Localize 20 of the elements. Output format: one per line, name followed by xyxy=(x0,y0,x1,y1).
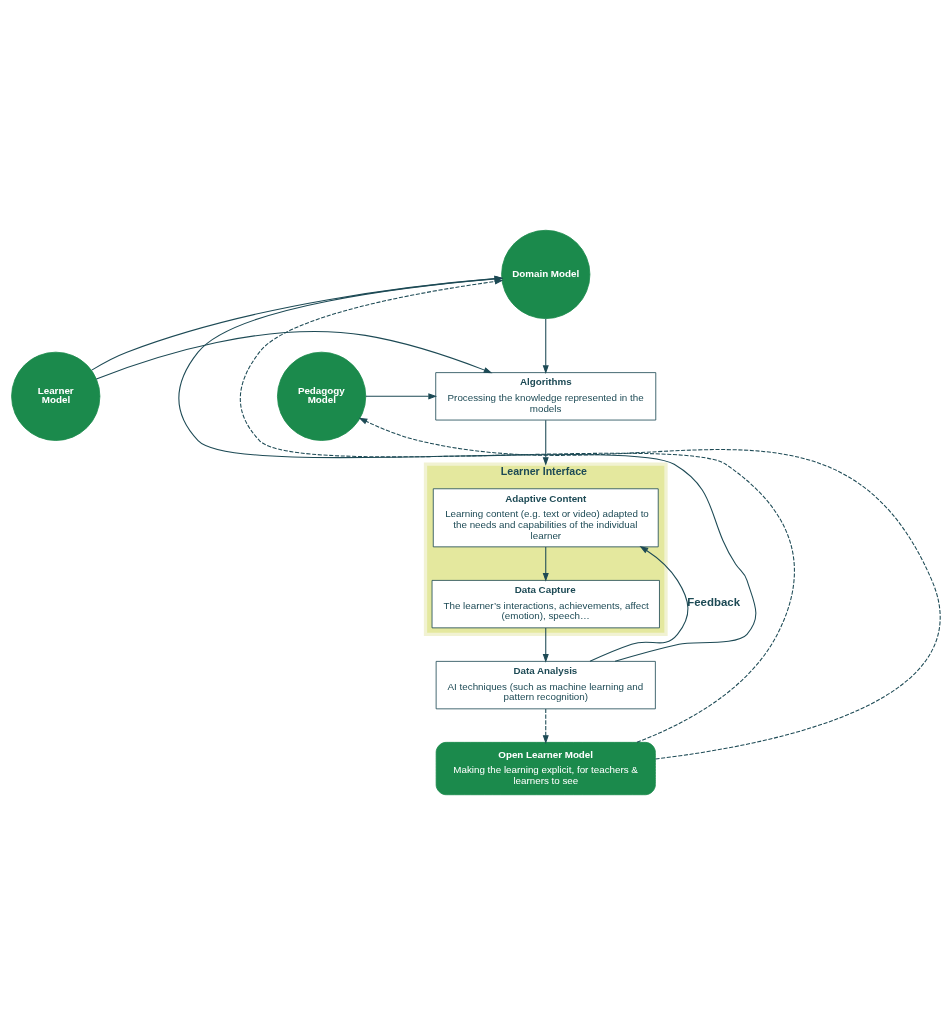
arrow xyxy=(365,392,437,399)
edge-label: Feedback xyxy=(687,595,741,608)
node-box: Open Learner Model Making the learning explicit, for teachers & learners to see xyxy=(435,741,656,795)
arrow xyxy=(95,330,493,379)
arrow xyxy=(358,417,941,759)
arrow xyxy=(542,419,549,466)
node-box: Adaptive Content Learning content (e.g. text or video) adapted to the needs and capabilities of the individual learner xyxy=(432,487,659,547)
arrow xyxy=(542,707,549,744)
arrow xyxy=(542,546,549,582)
arrow xyxy=(542,626,549,663)
node-circle: Domain Model xyxy=(501,229,591,319)
arrow xyxy=(239,278,795,743)
node-box: Algorithms Processing the knowledge represented in the models xyxy=(435,371,657,420)
arrow xyxy=(91,275,504,371)
arrow xyxy=(589,545,689,662)
node-box: Data Analysis AI techniques (such as machine learning and pattern recognition) xyxy=(435,660,656,709)
arrow xyxy=(178,275,757,662)
node-box: Data Capture The learner’s interactions, achievements, affect (emotion), speech… xyxy=(431,579,660,628)
node-circle: Learner Model xyxy=(11,351,101,441)
arrow xyxy=(542,317,549,374)
